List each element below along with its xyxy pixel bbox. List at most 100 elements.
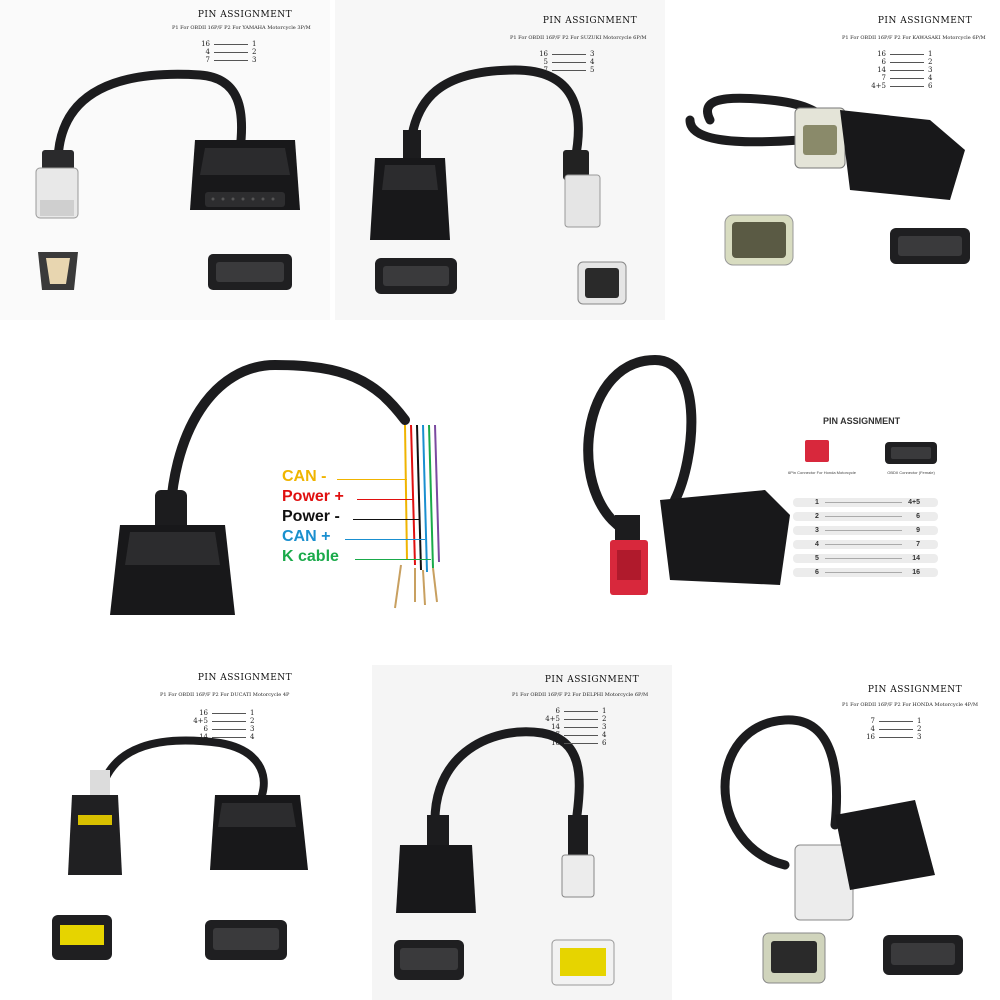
kawasaki-pin-p2: 4 (928, 74, 933, 82)
yamaha-pin-subtitle: P1 For OBDII 16P/F P2 For YAMAHA Motorcy… (172, 25, 311, 31)
delphi-pin-subtitle: P1 For OBDII 16P/F P2 For DELPHI Motorcy… (512, 692, 649, 698)
suzuki-pin-subtitle: P1 For OBDII 16P/F P2 For SUZUKI Motorcy… (510, 35, 647, 41)
yamaha-cable-illustration (35, 69, 300, 290)
suzuki-pin-p2: 4 (590, 58, 595, 66)
suzuki-pin-connector-line (552, 54, 586, 55)
panel-honda-4p: PIN ASSIGNMENT P1 For OBDII 16P/F P2 For… (675, 665, 1000, 1000)
suzuki-pin-p1: 5 (543, 58, 548, 66)
delphi-pin-p1: 7 (555, 731, 560, 739)
kawasaki-pin-p2: 1 (928, 50, 933, 58)
ducati-pin-connector-line (212, 737, 246, 738)
honda_4p-pin-p1: 7 (870, 717, 875, 725)
kawasaki-pin-row: 4+5 6 (848, 82, 958, 90)
ducati-pin-p1: 6 (203, 725, 208, 733)
ducati-pin-p1: 16 (199, 709, 208, 717)
delphi-pin-p2: 4 (602, 731, 607, 739)
suzuki-pin-p1: 7 (543, 66, 548, 74)
yamaha-pin-p1: 4 (205, 48, 210, 56)
honda-6p-pin-p1: 1 (815, 498, 819, 506)
wire-pointer-k-cable (355, 559, 431, 561)
suzuki-pin-title: PIN ASSIGNMENT (542, 16, 638, 26)
wire-label-power-plus: Power + (282, 488, 344, 505)
ducati-pin-connector-line (212, 713, 246, 714)
wire-pointer-can-minus (337, 479, 407, 481)
honda-6p-pin-connector-line (825, 530, 902, 531)
panel-ducati: PIN ASSIGNMENT P1 For OBDII 16P/F P2 For… (0, 665, 340, 1000)
delphi-pin-title: PIN ASSIGNMENT (544, 675, 640, 685)
honda-6p-pin-connector-line (825, 502, 902, 503)
suzuki-pin-p2: 5 (590, 66, 595, 74)
ducati-pin-title: PIN ASSIGNMENT (197, 673, 293, 683)
suzuki-cable-illustration (370, 65, 627, 305)
honda-6p-pin-p1: 3 (815, 526, 819, 534)
kawasaki-pin-p1: 4+5 (871, 82, 886, 90)
honda-6p-pin-title: PIN ASSIGNMENT (823, 416, 901, 426)
panel-suzuki: PIN ASSIGNMENT P1 For OBDII 16P/F P2 For… (335, 0, 665, 320)
honda-6p-left-caption: 6Pin Connector For Honda Motorcycle (787, 470, 857, 475)
ducati-cable-illustration (52, 736, 308, 960)
kawasaki-pin-p1: 7 (881, 74, 886, 82)
panel-kawasaki: PIN ASSIGNMENT P1 For OBDII 16P/F P2 For… (670, 0, 1000, 320)
wire-label-can-plus: CAN + (282, 528, 331, 545)
honda-6p-pin-connector-line (825, 572, 902, 573)
honda_4p-pin-p2: 2 (917, 725, 922, 733)
ducati-pin-connector-line (212, 729, 246, 730)
panel-yamaha: PIN ASSIGNMENT P1 For OBDII 16P/F P2 For… (0, 0, 330, 320)
delphi-pin-connector-line (564, 743, 598, 744)
suzuki-pin-p1: 16 (539, 50, 548, 58)
delphi-pin-p2: 3 (602, 723, 607, 731)
wire-pointer-power-minus (353, 519, 419, 521)
kawasaki-pin-connector-line (890, 62, 924, 63)
wire-pointer-can-plus (345, 539, 425, 541)
honda-6p-right-caption: OBDII Connector (Female) (887, 470, 935, 475)
ducati-pin-p2: 4 (250, 733, 255, 741)
kawasaki-pin-connector-line (890, 86, 924, 87)
yamaha-pin-connector-line (214, 44, 248, 45)
kawasaki-pin-p1: 14 (877, 66, 886, 74)
kawasaki-cable-illustration (685, 93, 970, 266)
honda-6p-pin-connector-line (825, 516, 902, 517)
ducati-pin-p2: 2 (250, 717, 255, 725)
wire-pointer-power-plus (357, 499, 413, 501)
ducati-pin-p2: 3 (250, 725, 255, 733)
delphi-pin-p1: 6 (555, 707, 560, 715)
yamaha-pin-p1: 7 (205, 56, 210, 64)
honda-6p-pin-connector-line (825, 544, 902, 545)
delphi-pin-connector-line (564, 727, 598, 728)
honda_4p-pin-p1: 4 (870, 725, 875, 733)
honda_4p-pin-p2: 1 (917, 717, 922, 725)
panel-open-wire: CAN - Power + Power - CAN + K cable (75, 340, 480, 645)
honda-6p-cable-illustration (583, 354, 937, 595)
kawasaki-pin-connector-line (890, 54, 924, 55)
ducati-pin-subtitle: P1 For OBDII 16P/F P2 For DUCATI Motorcy… (160, 692, 290, 698)
delphi-pin-p2: 1 (602, 707, 607, 715)
kawasaki-pin-connector-line (890, 78, 924, 79)
wire-label-k-cable: K cable (282, 548, 339, 565)
kawasaki-pin-p1: 16 (877, 50, 886, 58)
kawasaki-pin-p2: 6 (928, 82, 933, 90)
yamaha-pin-p2: 1 (252, 40, 257, 48)
open-wire-cable-illustration (110, 359, 440, 615)
wire-label-power-minus: Power - (282, 508, 340, 525)
